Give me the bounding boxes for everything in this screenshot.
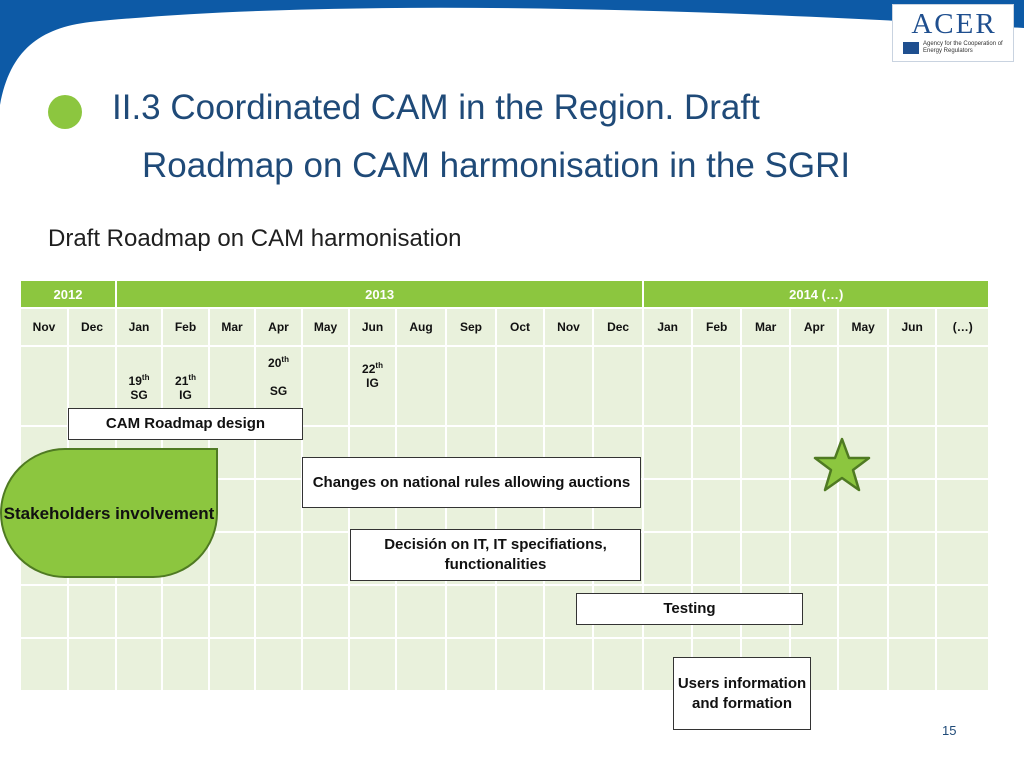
timeline-row [19,584,991,639]
logo-subtitle: Agency for the Cooperation of Energy Reg… [923,41,1003,54]
month-cell: Apr [789,307,840,347]
month-cell: Jan [115,307,164,347]
month-cell: Apr [254,307,304,347]
month-cell: Mar [208,307,257,347]
year-cell: 2013 [115,279,645,309]
month-row: Nov Dec Jan Feb Mar Apr May Jun Aug Sep … [19,307,991,347]
year-cell: 2012 [18,279,118,309]
task-cam-roadmap-design: CAM Roadmap design [68,408,303,440]
timeline-row [19,637,991,692]
year-row: 2012 2013 2014 (…) [18,279,991,309]
task-testing: Testing [576,593,803,625]
month-cell: May [301,307,351,347]
month-cell: Nov [19,307,69,347]
slide-subtitle: Draft Roadmap on CAM harmonisation [48,225,462,252]
logo-wordmark: ACER [911,8,997,40]
page-number: 15 [942,723,957,738]
month-cell: Feb [691,307,743,347]
acer-logo: ACER Agency for the Cooperation of Energ… [892,4,1014,62]
month-cell: Dec [66,307,118,347]
month-cell: Jan [642,307,694,347]
year-cell: 2014 (…) [642,279,991,309]
month-cell: Feb [161,307,211,347]
eu-flag-icon [903,42,919,54]
stakeholders-involvement-shape: Stakeholders involvement [0,448,218,578]
task-users-information: Users information and formation [673,657,811,730]
star-icon [813,437,871,492]
month-cell: Aug [395,307,448,347]
task-it-decision: Decisión on IT, IT specifiations, functi… [350,529,641,581]
bullet-icon [48,95,82,129]
month-cell: Sep [445,307,498,347]
month-cell: (…) [935,307,991,347]
month-cell: Jun [887,307,938,347]
month-cell: Mar [740,307,792,347]
month-cell: Dec [592,307,645,347]
slide-title-line-1: II.3 Coordinated CAM in the Region. Draf… [112,88,760,127]
month-cell: Jun [348,307,398,347]
month-cell: Nov [543,307,595,347]
slide-title-line-2: Roadmap on CAM harmonisation in the SGRI [142,146,851,185]
month-cell: May [837,307,890,347]
month-cell: Oct [495,307,546,347]
task-national-rules: Changes on national rules allowing aucti… [302,457,641,508]
